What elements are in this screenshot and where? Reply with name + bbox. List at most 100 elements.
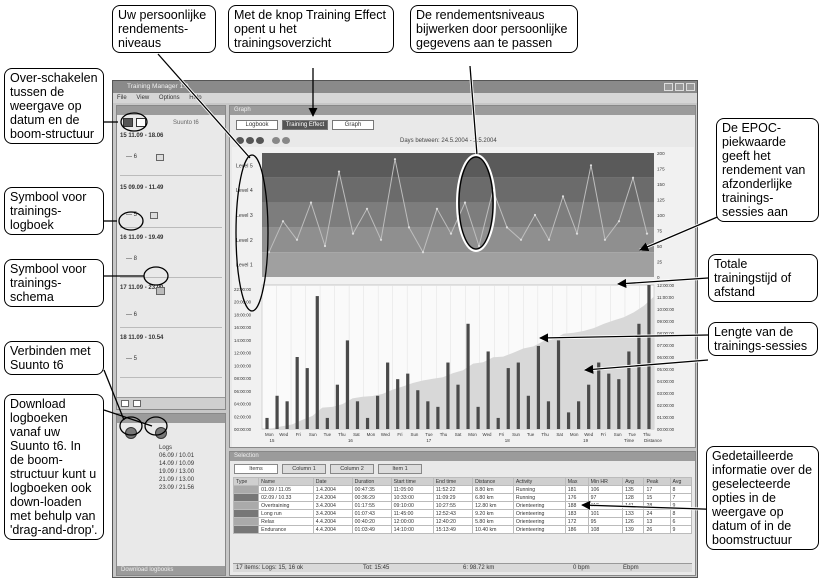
summary-time: Tot: 15:45: [363, 565, 390, 571]
session-bar[interactable]: [516, 362, 520, 429]
tab-training-effect[interactable]: Training Effect: [282, 120, 328, 130]
session-bar[interactable]: [426, 401, 430, 429]
column-header[interactable]: Date: [312, 477, 353, 486]
tab-column-1[interactable]: Column 1: [282, 464, 326, 474]
tree-view-button[interactable]: [136, 118, 146, 127]
column-header[interactable]: Peak: [643, 477, 671, 486]
menu-help[interactable]: Help: [189, 95, 202, 101]
session-bar[interactable]: [265, 417, 269, 429]
session-bar[interactable]: [375, 395, 380, 429]
log-item[interactable]: 06.09 / 10.01: [159, 453, 195, 459]
next-period-icon[interactable]: [282, 137, 290, 144]
column-header[interactable]: Distance: [472, 477, 514, 486]
nav-next-button[interactable]: [133, 400, 141, 407]
column-header[interactable]: Avg: [622, 477, 645, 486]
tab-item-1[interactable]: Item 1: [378, 464, 422, 474]
date-view-button[interactable]: [123, 118, 133, 127]
schedule-icon[interactable]: [156, 287, 165, 295]
session-bar[interactable]: [446, 362, 450, 429]
maximize-button[interactable]: [675, 83, 684, 91]
session-bar[interactable]: [406, 373, 410, 429]
session-bar[interactable]: [647, 285, 651, 429]
download-logs-icon[interactable]: [155, 427, 167, 439]
session-bar[interactable]: [496, 417, 500, 429]
connect-device-icon[interactable]: [125, 427, 137, 439]
column-header[interactable]: Start time: [390, 477, 434, 486]
session-bar[interactable]: [305, 368, 309, 429]
right-tick-bottom: 09:00:00: [657, 319, 675, 324]
minimize-button[interactable]: [664, 83, 673, 91]
column-header[interactable]: Avg: [669, 477, 692, 486]
column-header[interactable]: End time: [432, 477, 474, 486]
tab-logbook[interactable]: Logbook: [236, 120, 278, 130]
log-item[interactable]: 19.09 / 13.00: [159, 469, 195, 475]
session-bar[interactable]: [526, 395, 530, 429]
session-bar[interactable]: [587, 384, 591, 429]
tab-column-2[interactable]: Column 2: [330, 464, 374, 474]
epoc-point: [365, 207, 369, 210]
session-bar[interactable]: [546, 401, 551, 429]
day-entry[interactable]: 17 11.09 - 23.00 — 6: [120, 284, 222, 328]
session-bar[interactable]: [325, 417, 329, 429]
table-cell: 101: [587, 509, 624, 518]
session-bar[interactable]: [476, 406, 480, 429]
session-bar[interactable]: [486, 351, 490, 429]
session-bar[interactable]: [436, 406, 440, 429]
day-entry[interactable]: 15 11.09 - 18.06 — 6: [120, 132, 222, 176]
session-bar[interactable]: [556, 340, 561, 429]
column-header[interactable]: Duration: [351, 477, 392, 486]
session-bar[interactable]: [275, 395, 279, 429]
logbook-icon[interactable]: [156, 154, 164, 161]
session-bar[interactable]: [617, 379, 621, 429]
tab-graph[interactable]: Graph: [332, 120, 374, 130]
menu-view[interactable]: View: [136, 95, 150, 101]
refresh-icon[interactable]: [256, 137, 264, 144]
session-bar[interactable]: [637, 323, 641, 429]
session-bar[interactable]: [506, 368, 510, 429]
column-header[interactable]: Max: [564, 477, 589, 486]
column-header[interactable]: Activity: [512, 477, 566, 486]
menu-file[interactable]: File: [117, 95, 127, 101]
session-bar[interactable]: [577, 401, 581, 429]
session-bar[interactable]: [456, 384, 460, 429]
session-bar[interactable]: [335, 384, 339, 429]
menu-options[interactable]: Options: [158, 95, 180, 101]
session-bar[interactable]: [355, 401, 360, 429]
log-item[interactable]: 23.09 / 21.56: [159, 485, 195, 491]
tab-items[interactable]: Items: [234, 464, 278, 474]
logbook-icon[interactable]: [150, 212, 158, 219]
zoom-in-icon[interactable]: [236, 137, 244, 144]
session-bar[interactable]: [597, 362, 601, 429]
day-entry[interactable]: 16 11.09 - 19.49 — 8: [120, 234, 222, 278]
column-header[interactable]: Min HR: [587, 477, 624, 486]
session-bar[interactable]: [536, 345, 541, 429]
session-bar[interactable]: [627, 351, 631, 429]
session-bar[interactable]: [386, 362, 390, 429]
session-bar[interactable]: [365, 417, 370, 429]
day-entry[interactable]: 15 09.09 - 11.49 — 5: [120, 184, 222, 228]
session-bar[interactable]: [295, 357, 299, 429]
session-bar[interactable]: [315, 296, 319, 429]
session-bar[interactable]: [416, 390, 420, 429]
log-item[interactable]: 21.09 / 13.00: [159, 477, 195, 483]
log-item[interactable]: 14.09 / 10.09: [159, 461, 195, 467]
column-header[interactable]: Type: [232, 477, 260, 486]
session-bar[interactable]: [566, 412, 571, 429]
session-bar[interactable]: [466, 323, 470, 429]
close-button[interactable]: [686, 83, 695, 91]
zoom-out-icon[interactable]: [246, 137, 254, 144]
prev-period-icon[interactable]: [272, 137, 280, 144]
session-bar[interactable]: [345, 340, 350, 429]
session-bar[interactable]: [285, 401, 289, 429]
day-entry[interactable]: 18 11.09 - 10.54 — 5: [120, 334, 222, 378]
column-header[interactable]: Name: [258, 477, 314, 486]
session-bar[interactable]: [396, 379, 400, 429]
nav-prev-button[interactable]: [121, 400, 129, 407]
session-bar[interactable]: [607, 373, 611, 429]
